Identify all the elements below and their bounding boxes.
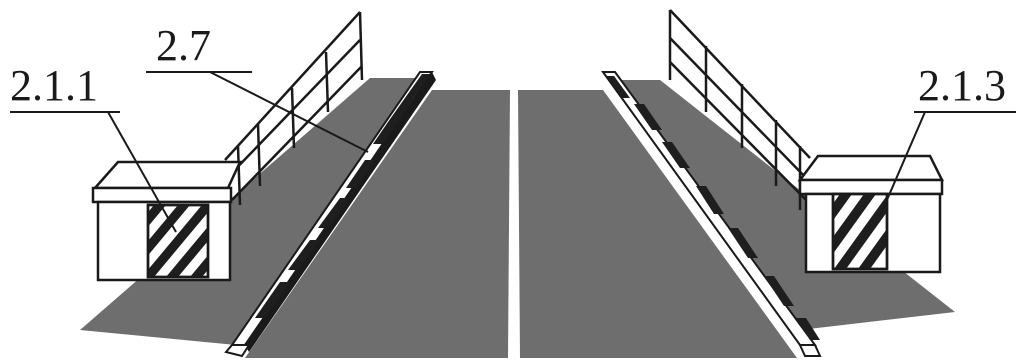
callout-label-2-7: 2.7 xyxy=(156,24,211,68)
callout-label-2-1-3: 2.1.3 xyxy=(918,64,1006,108)
right-bridge-abutment xyxy=(786,156,942,272)
callout-label-2-1-1: 2.1.1 xyxy=(10,64,98,108)
